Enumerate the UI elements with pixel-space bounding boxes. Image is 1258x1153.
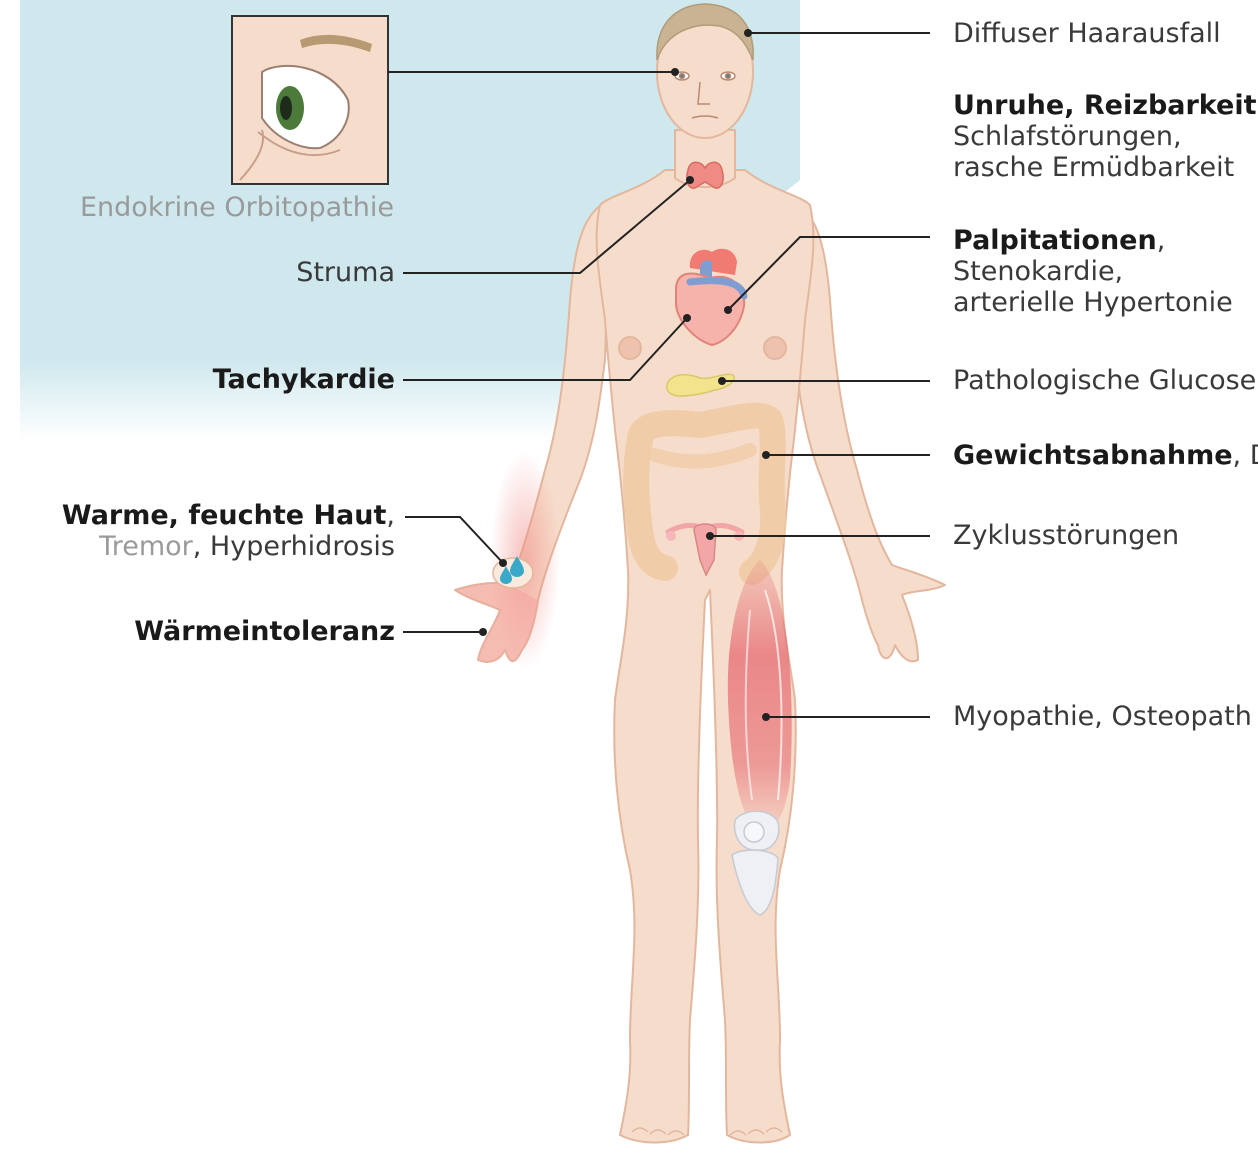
eye-inset [232,16,388,184]
label-palpitations-line2: Stenokardie, [953,256,1233,287]
label-glucose: Pathologische Glucose [953,365,1256,396]
label-weight-loss: Gewichtsabnahme, Di [953,440,1258,471]
label-myopathy: Myopathie, Osteopath [953,701,1252,732]
label-restlessness: Unruhe, Reizbarkeit, Schlafstörungen, ra… [953,90,1258,183]
label-warm-skin: Warme, feuchte Haut, Tremor, Hyperhidros… [40,500,395,562]
label-restlessness-line1: Unruhe, Reizbarkeit, [953,90,1258,121]
line-skin [405,517,503,563]
label-palpitations: Palpitationen, Stenokardie, arterielle H… [953,225,1233,318]
label-orbitopathy: Endokrine Orbitopathie [80,192,394,223]
label-warm-skin-line2: Tremor, Hyperhidrosis [40,531,395,562]
label-struma: Struma [200,257,395,288]
label-cycle-disorders: Zyklusstörungen [953,520,1179,551]
label-palpitations-line1: Palpitationen, [953,225,1233,256]
right-arm [790,200,945,661]
label-restlessness-line2: Schlafstörungen, [953,121,1258,152]
label-restlessness-line3: rasche Ermüdbarkeit [953,152,1258,183]
label-tachycardia: Tachykardie [150,364,395,395]
label-heat-intolerance: Wärmeintoleranz [100,616,395,647]
label-warm-skin-line1: Warme, feuchte Haut, [40,500,395,531]
label-palpitations-line3: arterielle Hypertonie [953,287,1233,318]
label-hair-loss: Diffuser Haarausfall [953,18,1221,49]
